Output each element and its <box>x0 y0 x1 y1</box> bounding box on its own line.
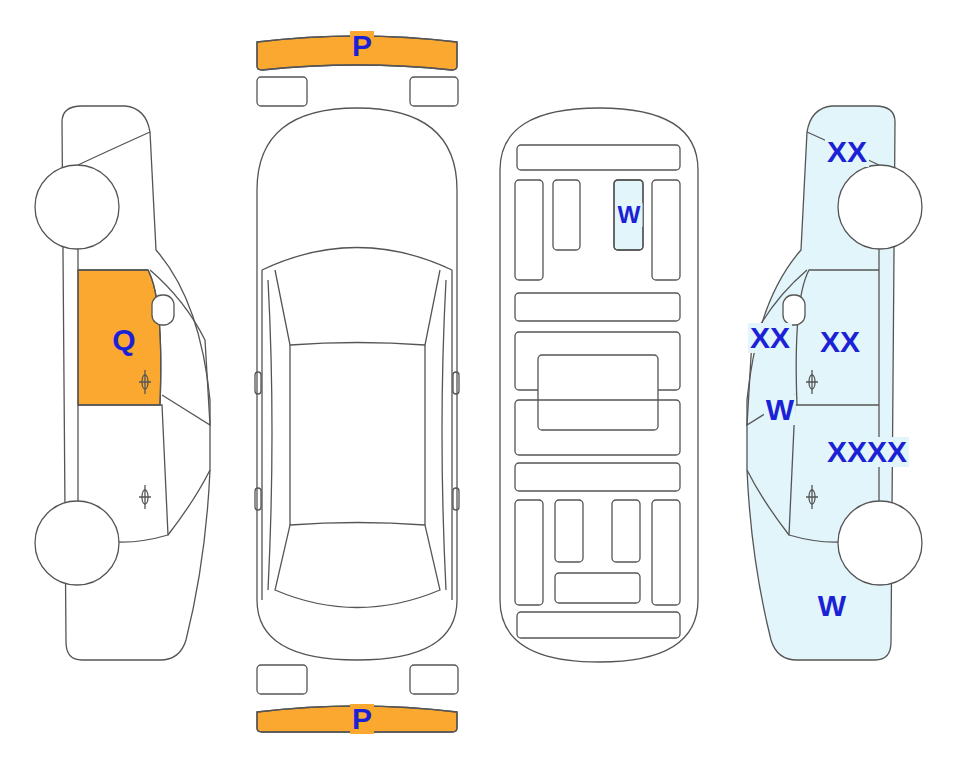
damage-code: P <box>350 31 374 61</box>
damage-code: Q <box>110 325 137 355</box>
damage-code: W <box>816 591 848 621</box>
right-side-body: XXXXXXWXXXXW <box>740 100 905 670</box>
damage-code: XX <box>748 323 792 353</box>
roof-panel: W <box>614 180 643 250</box>
damage-code: XX <box>818 327 862 357</box>
front-bumper: P <box>252 28 464 76</box>
rear-bumper: P <box>252 698 464 738</box>
left-side-view <box>35 106 210 660</box>
damage-code: W <box>764 395 796 425</box>
damage-code: W <box>616 203 643 227</box>
damage-code: XX <box>825 137 869 167</box>
right-side-view <box>747 106 922 660</box>
front-door-panel: Q <box>74 265 169 410</box>
damage-code: XXXX <box>825 437 909 467</box>
underside-view <box>500 108 698 662</box>
damage-code: P <box>350 704 374 734</box>
top-view <box>255 36 459 732</box>
right-side-body-shape <box>740 100 905 670</box>
